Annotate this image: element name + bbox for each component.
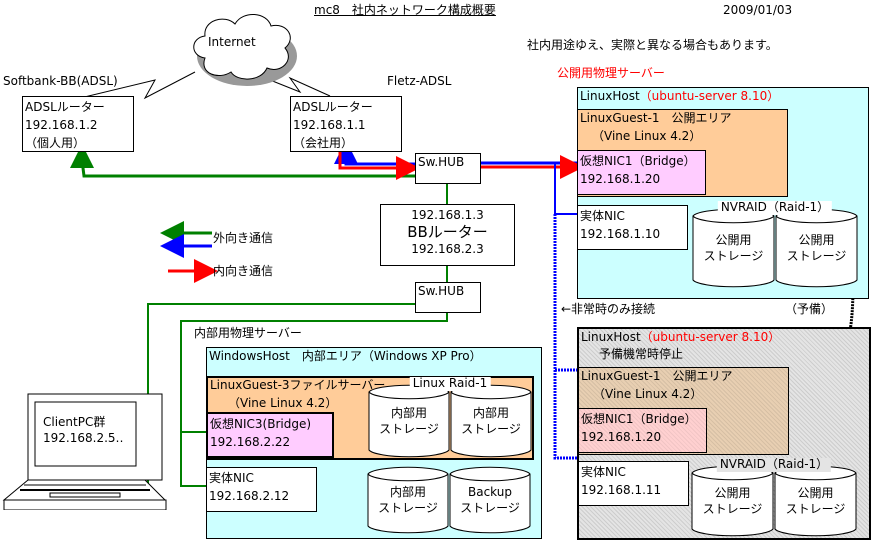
raid-label: NVRAID（Raid-1） — [716, 457, 832, 472]
green-outbound-personal — [70, 144, 415, 178]
router-name: ADSLルーター — [293, 100, 373, 114]
disclaimer-text: 社内用途ゆえ、実際と異なる場合もあります。 — [527, 38, 778, 52]
upper-sw-hub: Sw.HUB — [415, 153, 481, 184]
laptop-icon — [2, 393, 167, 510]
spare-note: （予備） — [785, 302, 834, 316]
nic-ip: 192.168.1.11 — [581, 483, 662, 497]
internal-vnic: 仮想NIC3(Bridge) 192.168.2.22 — [206, 412, 334, 458]
router-note: （会社用） — [293, 136, 354, 150]
host-title: LinuxHost（ubuntu-server 8.10） — [580, 89, 780, 103]
nic-ip: 192.168.1.10 — [580, 227, 661, 241]
softbank-label: Softbank-BB(ADSL) — [3, 74, 118, 88]
storage-cylinders — [692, 208, 858, 288]
vnic-ip: 192.168.1.20 — [581, 430, 662, 444]
vnic-name: 仮想NIC1（Bridge） — [580, 154, 696, 168]
nic-name: 実体NIC — [209, 471, 254, 485]
vnic-ip: 192.168.2.22 — [210, 435, 291, 449]
blue-outbound-company — [334, 140, 415, 166]
router-note: （個人用） — [25, 136, 86, 150]
vnic-name: 仮想NIC1（Bridge） — [581, 412, 697, 426]
client-name: ClientPC群 — [43, 415, 106, 429]
host-status: 予備機常時停止 — [599, 347, 684, 361]
storage-disk-label: 公開用ストレージ — [703, 233, 764, 264]
blue-nic-branch — [554, 163, 578, 215]
guest-name: LinuxGuest-1 公開エリア — [580, 111, 732, 125]
spare-linux-guest: LinuxGuest-1 公開エリア （Vine Linux 4.2） 仮想NI… — [578, 367, 789, 455]
raid-label: NVRAID（Raid-1） — [717, 200, 833, 215]
vnic-ip: 192.168.1.20 — [580, 172, 661, 186]
hub-label: Sw.HUB — [418, 155, 465, 169]
public-linux-guest: LinuxGuest-1 公開エリア （Vine Linux 4.2） 仮想NI… — [577, 109, 788, 197]
vnic-name: 仮想NIC3(Bridge) — [210, 417, 312, 431]
router-ip: 192.168.1.1 — [293, 118, 366, 132]
guest-os: （Vine Linux 4.2） — [592, 129, 702, 143]
spare-linux-host: LinuxHost（ubuntu-server 8.10） 予備機常時停止 Li… — [577, 327, 871, 540]
raid-label: Linux Raid-1 — [409, 376, 491, 391]
storage-disk-label: 内部用ストレージ — [461, 406, 521, 437]
guest-os: （Vine Linux 4.2） — [228, 396, 338, 410]
bb-router: 192.168.1.3 BBルーター 192.168.2.3 — [380, 204, 515, 266]
client-ip: 192.168.2.5‥ — [43, 431, 124, 445]
storage-disk-label: 公開用ストレージ — [786, 233, 847, 264]
public-server-heading: 公開用物理サーバー — [557, 66, 665, 80]
softbank-link — [71, 71, 196, 101]
red-inbound-company — [338, 152, 420, 180]
public-raid: 公開用ストレージ公開用ストレージ NVRAID（Raid-1） — [692, 200, 858, 288]
guest-os: （Vine Linux 4.2） — [593, 387, 703, 401]
public-nic: 実体NIC 192.168.1.10 — [577, 205, 688, 250]
hub-label: Sw.HUB — [418, 284, 465, 298]
nic-ip: 192.168.2.12 — [209, 489, 290, 503]
spare-raid: 公開用ストレージ公開用ストレージ NVRAID（Raid-1） — [691, 457, 857, 537]
internal-raid: 内部用ストレージ内部用ストレージ Linux Raid-1 — [368, 376, 532, 458]
diagram-date: 2009/01/03 — [723, 3, 793, 17]
spare-vnic: 仮想NIC1（Bridge） 192.168.1.20 — [578, 408, 707, 453]
spare-nic: 実体NIC 192.168.1.11 — [578, 461, 689, 506]
diagram-title: mc8 社内ネットワーク構成概要 — [314, 3, 496, 17]
client-laptop: ClientPC群 192.168.2.5‥ — [0, 380, 170, 510]
storage-cylinders — [368, 384, 532, 458]
storage-disk-label: 内部用ストレージ — [378, 485, 438, 516]
router-name: ADSLルーター — [25, 100, 105, 114]
windows-host: WindowsHost 内部エリア（Windows XP Pro） LinuxG… — [206, 347, 542, 539]
storage-disk-label: 内部用ストレージ — [379, 406, 439, 437]
fletz-label: Fletz-ADSL — [387, 74, 452, 88]
storage-disk-label: 公開用ストレージ — [785, 486, 846, 517]
bb-name: BBルーター — [407, 223, 488, 241]
storage-cylinders — [367, 466, 531, 534]
storage-disk-icon — [367, 466, 449, 534]
internal-linux-guest: LinuxGuest-3ファイルサーバー （Vine Linux 4.2） 仮想… — [206, 376, 534, 460]
storage-disk-label: 公開用ストレージ — [702, 486, 763, 517]
storage-disk-icon — [450, 384, 532, 458]
cloud-icon — [193, 14, 297, 86]
legend-inbound: 内向き通信 — [213, 264, 274, 278]
fletz-link — [269, 76, 331, 97]
guest-name: LinuxGuest-1 公開エリア — [581, 369, 733, 383]
nic-name: 実体NIC — [581, 465, 626, 479]
emergency-note: ←非常時のみ接続 — [561, 302, 656, 316]
guest-name: LinuxGuest-3ファイルサーバー — [210, 378, 386, 392]
bb-ip-outer: 192.168.1.3 — [411, 208, 484, 222]
personal-adsl-router: ADSLルーター 192.168.1.2 （個人用） — [22, 96, 134, 152]
nic-name: 実体NIC — [580, 209, 625, 223]
router-ip: 192.168.1.2 — [25, 118, 98, 132]
public-linux-host: LinuxHost（ubuntu-server 8.10） LinuxGuest… — [577, 87, 869, 299]
host-title: WindowsHost 内部エリア（Windows XP Pro） — [209, 349, 482, 363]
blue-emergency-link — [553, 214, 578, 460]
internet-label: Internet — [208, 35, 256, 49]
internal-nic: 実体NIC 192.168.2.12 — [206, 467, 317, 512]
internet-cloud: Internet — [185, 8, 300, 90]
lower-sw-hub: Sw.HUB — [415, 282, 481, 313]
green-hub-internal — [180, 312, 448, 487]
storage-disk-icon — [449, 466, 531, 534]
bb-ip-inner: 192.168.2.3 — [411, 242, 484, 256]
host-title: LinuxHost（ubuntu-server 8.10） — [581, 330, 781, 344]
internal-server-heading: 内部用物理サーバー — [194, 326, 302, 340]
public-vnic: 仮想NIC1（Bridge） 192.168.1.20 — [577, 150, 706, 195]
company-adsl-router: ADSLルーター 192.168.1.1 （会社用） — [290, 96, 402, 152]
legend-outbound: 外向き通信 — [213, 231, 274, 245]
